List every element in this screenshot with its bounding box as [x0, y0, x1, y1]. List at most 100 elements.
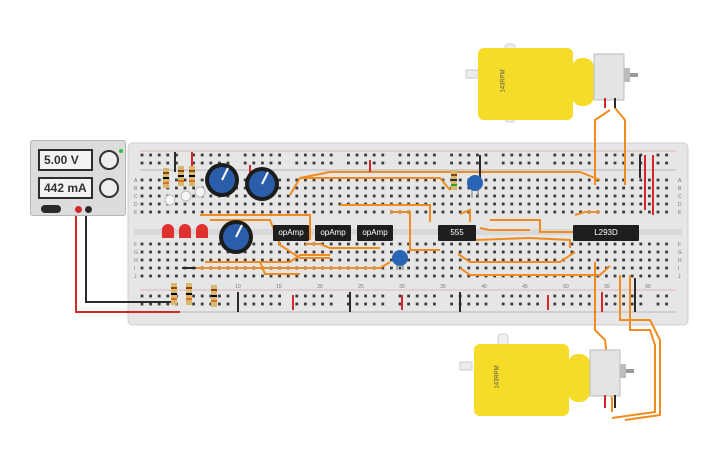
rail-hole	[175, 153, 178, 157]
breadboard-hole	[613, 258, 617, 262]
breadboard-hole	[484, 186, 488, 190]
psu-wires[interactable]	[75, 210, 180, 313]
rail-hole	[261, 302, 264, 306]
potentiometers[interactable]	[205, 163, 279, 254]
breadboard-hole	[570, 186, 574, 190]
motor-top[interactable]	[465, 43, 638, 123]
row-letter: B	[678, 186, 682, 192]
breadboard-hole	[441, 242, 445, 246]
breadboard-hole	[183, 210, 187, 214]
rail-hole	[476, 161, 479, 165]
breadboard-hole	[157, 202, 161, 206]
led-1	[162, 224, 174, 238]
breadboard-hole	[639, 266, 643, 270]
breadboard-hole	[347, 250, 350, 254]
breadboard-hole	[338, 178, 342, 182]
breadboard-hole	[639, 274, 643, 278]
rail-hole	[347, 302, 350, 306]
breadboard-hole	[501, 266, 505, 270]
breadboard-hole	[157, 258, 161, 262]
breadboard-hole	[364, 242, 367, 246]
breadboard-hole	[286, 250, 290, 254]
timer-555-chip[interactable]: 555	[438, 225, 476, 241]
positive-terminal[interactable]	[75, 206, 82, 213]
rail-hole	[329, 161, 333, 165]
rail-hole	[622, 161, 625, 165]
opamp-chip-2[interactable]: opAmp	[315, 225, 351, 241]
rail-hole	[527, 153, 531, 157]
breadboard-hole	[562, 194, 565, 198]
rail-hole	[553, 302, 557, 306]
rail-hole	[510, 294, 514, 298]
capacitors[interactable]	[392, 175, 483, 270]
rail-hole	[424, 294, 428, 298]
rail-hole	[140, 294, 144, 298]
breadboard-hole	[381, 186, 385, 190]
resistors[interactable]	[163, 166, 457, 307]
black-wires[interactable]	[174, 152, 641, 312]
row-letter: I	[678, 266, 679, 272]
breadboard-hole	[338, 202, 342, 206]
rail-hole	[613, 161, 617, 165]
opamp-chip-1[interactable]: opAmp	[273, 225, 309, 241]
voltage-knob[interactable]	[99, 150, 119, 170]
motor-bottom[interactable]	[459, 333, 634, 416]
rail-hole	[355, 153, 359, 157]
breadboard-hole	[175, 186, 178, 190]
breadboard-hole	[630, 250, 634, 254]
breadboard-hole	[493, 210, 496, 214]
rail-hole	[252, 294, 256, 298]
breadboard-hole	[347, 194, 350, 198]
breadboard-hole	[630, 274, 634, 278]
breadboard-hole	[226, 194, 230, 198]
column-number: 10	[235, 284, 241, 290]
breadboard-hole	[501, 186, 505, 190]
breadboard-hole	[527, 178, 531, 182]
breadboard-hole	[553, 210, 557, 214]
rail-hole	[200, 161, 204, 165]
red-wires[interactable]	[191, 152, 654, 312]
breadboard-hole	[622, 202, 625, 206]
breadboard-hole	[527, 202, 531, 206]
l293d-driver-chip[interactable]: L293D	[573, 225, 639, 241]
breadboard-hole	[149, 250, 152, 254]
breadboard-hole	[510, 242, 514, 246]
breadboard-hole	[157, 266, 161, 270]
breadboard-hole	[381, 274, 385, 278]
power-switch[interactable]	[41, 205, 61, 213]
breadboard-hole	[183, 242, 187, 246]
negative-terminal[interactable]	[85, 206, 92, 213]
breadboard-hole	[458, 202, 462, 206]
breadboard-hole	[149, 186, 152, 190]
breadboard-hole	[304, 258, 307, 262]
red-leds[interactable]	[162, 224, 208, 238]
breadboard-hole	[149, 202, 152, 206]
rail-hole	[433, 294, 436, 298]
current-knob[interactable]	[99, 178, 119, 198]
power-supply[interactable]: 5.00 V 442 mA	[30, 140, 126, 216]
rail-hole	[450, 302, 453, 306]
opamp-chip-3[interactable]: opAmp	[357, 225, 393, 241]
breadboard-hole	[261, 250, 264, 254]
rail-hole	[381, 294, 385, 298]
breadboard-hole	[553, 202, 557, 206]
breadboard-hole	[175, 194, 178, 198]
breadboard-hole	[450, 250, 453, 254]
rail-hole	[536, 161, 539, 165]
breadboard-hole	[648, 210, 651, 214]
rail-hole	[519, 153, 522, 157]
breadboard-hole	[562, 210, 565, 214]
breadboard-hole	[415, 250, 419, 254]
rail-hole	[243, 302, 247, 306]
breadboard-hole	[312, 258, 316, 262]
breadboard-hole	[390, 186, 393, 190]
orange-wires[interactable]	[190, 107, 661, 421]
breadboard-hole	[209, 250, 213, 254]
breadboard-hole	[175, 266, 178, 270]
breadboard-hole	[450, 194, 453, 198]
breadboard-hole	[218, 242, 221, 246]
photoresistors[interactable]	[164, 186, 206, 206]
breadboard-hole	[372, 178, 376, 182]
rail-hole	[269, 302, 273, 306]
